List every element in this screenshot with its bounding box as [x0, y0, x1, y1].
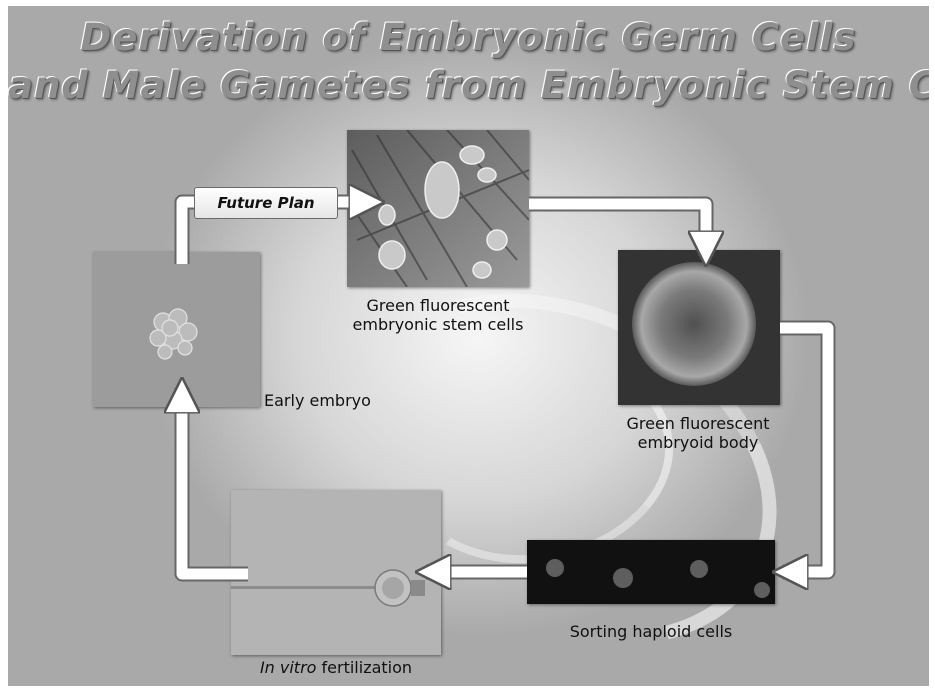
- future-plan-badge: Future Plan: [194, 187, 338, 219]
- arrow-embryoid-to-haploid: [780, 328, 828, 572]
- flow-arrows: [8, 6, 929, 686]
- arrow-ivf-to-embryo: [182, 388, 248, 574]
- slide: Derivation of Embryonic Germ Cells and M…: [8, 6, 929, 686]
- arrow-stem-to-embryoid: [529, 204, 706, 256]
